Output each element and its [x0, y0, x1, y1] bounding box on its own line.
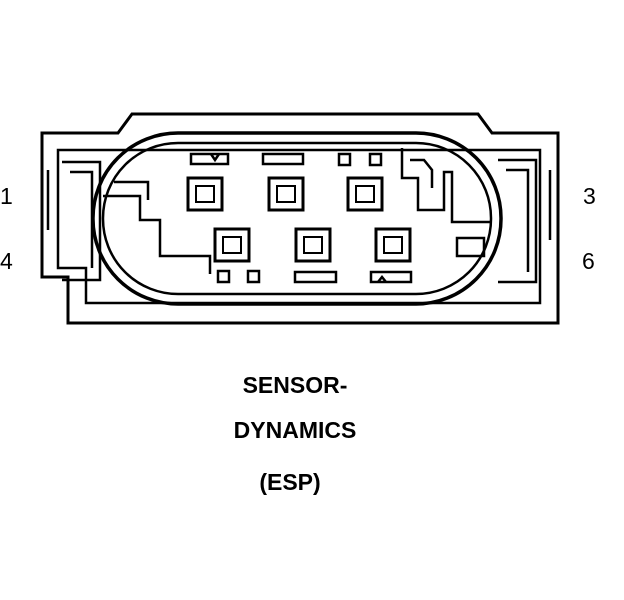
- right-key-step: [400, 148, 491, 224]
- terminal-cavity: [186, 176, 224, 212]
- pin-label-4: 4: [0, 248, 13, 274]
- housing-inner-outline: [56, 148, 542, 305]
- pin-label-6: 6: [582, 248, 595, 274]
- terminal-cavity: [213, 227, 251, 263]
- slot-top-center: [261, 152, 305, 166]
- caption-line-2: DYNAMICS: [234, 417, 357, 443]
- left-key-step: [103, 194, 212, 274]
- slot-top-square-2: [368, 152, 383, 167]
- slot-bottom-center: [293, 270, 338, 284]
- pin-face-inner-oval: [101, 141, 493, 296]
- terminal-cavity: [267, 176, 305, 212]
- pin-label-3: 3: [583, 183, 596, 209]
- locator-slots: [189, 152, 413, 284]
- right-key-tab: [455, 236, 486, 258]
- terminal-cavity: [294, 227, 332, 263]
- slot-bottom-square-1: [216, 269, 231, 284]
- pin-face: [91, 131, 503, 306]
- terminal-cavity: [346, 176, 384, 212]
- slot-bottom-right: [369, 270, 413, 284]
- caption-line-3: (ESP): [259, 469, 320, 495]
- slot-top-square-1: [337, 152, 352, 167]
- triangle-marker-top: [209, 153, 221, 163]
- triangle-marker-bottom: [377, 274, 387, 283]
- slot-top-left: [189, 152, 230, 166]
- slot-bottom-square-2: [246, 269, 261, 284]
- keying-features: [103, 148, 491, 274]
- terminal-row-lower: [213, 227, 412, 263]
- pin-face-outer-oval: [91, 131, 503, 306]
- left-latch-rail: [46, 160, 102, 282]
- right-key-inner: [410, 158, 434, 188]
- caption-line-1: SENSOR-: [243, 372, 348, 398]
- left-key-tab: [114, 180, 150, 200]
- right-latch-rail: [498, 158, 552, 284]
- connector-housing: [40, 112, 560, 325]
- terminal-cavity: [374, 227, 412, 263]
- housing-outer-outline: [40, 112, 560, 325]
- terminal-row-upper: [186, 176, 384, 212]
- pin-label-1: 1: [0, 183, 13, 209]
